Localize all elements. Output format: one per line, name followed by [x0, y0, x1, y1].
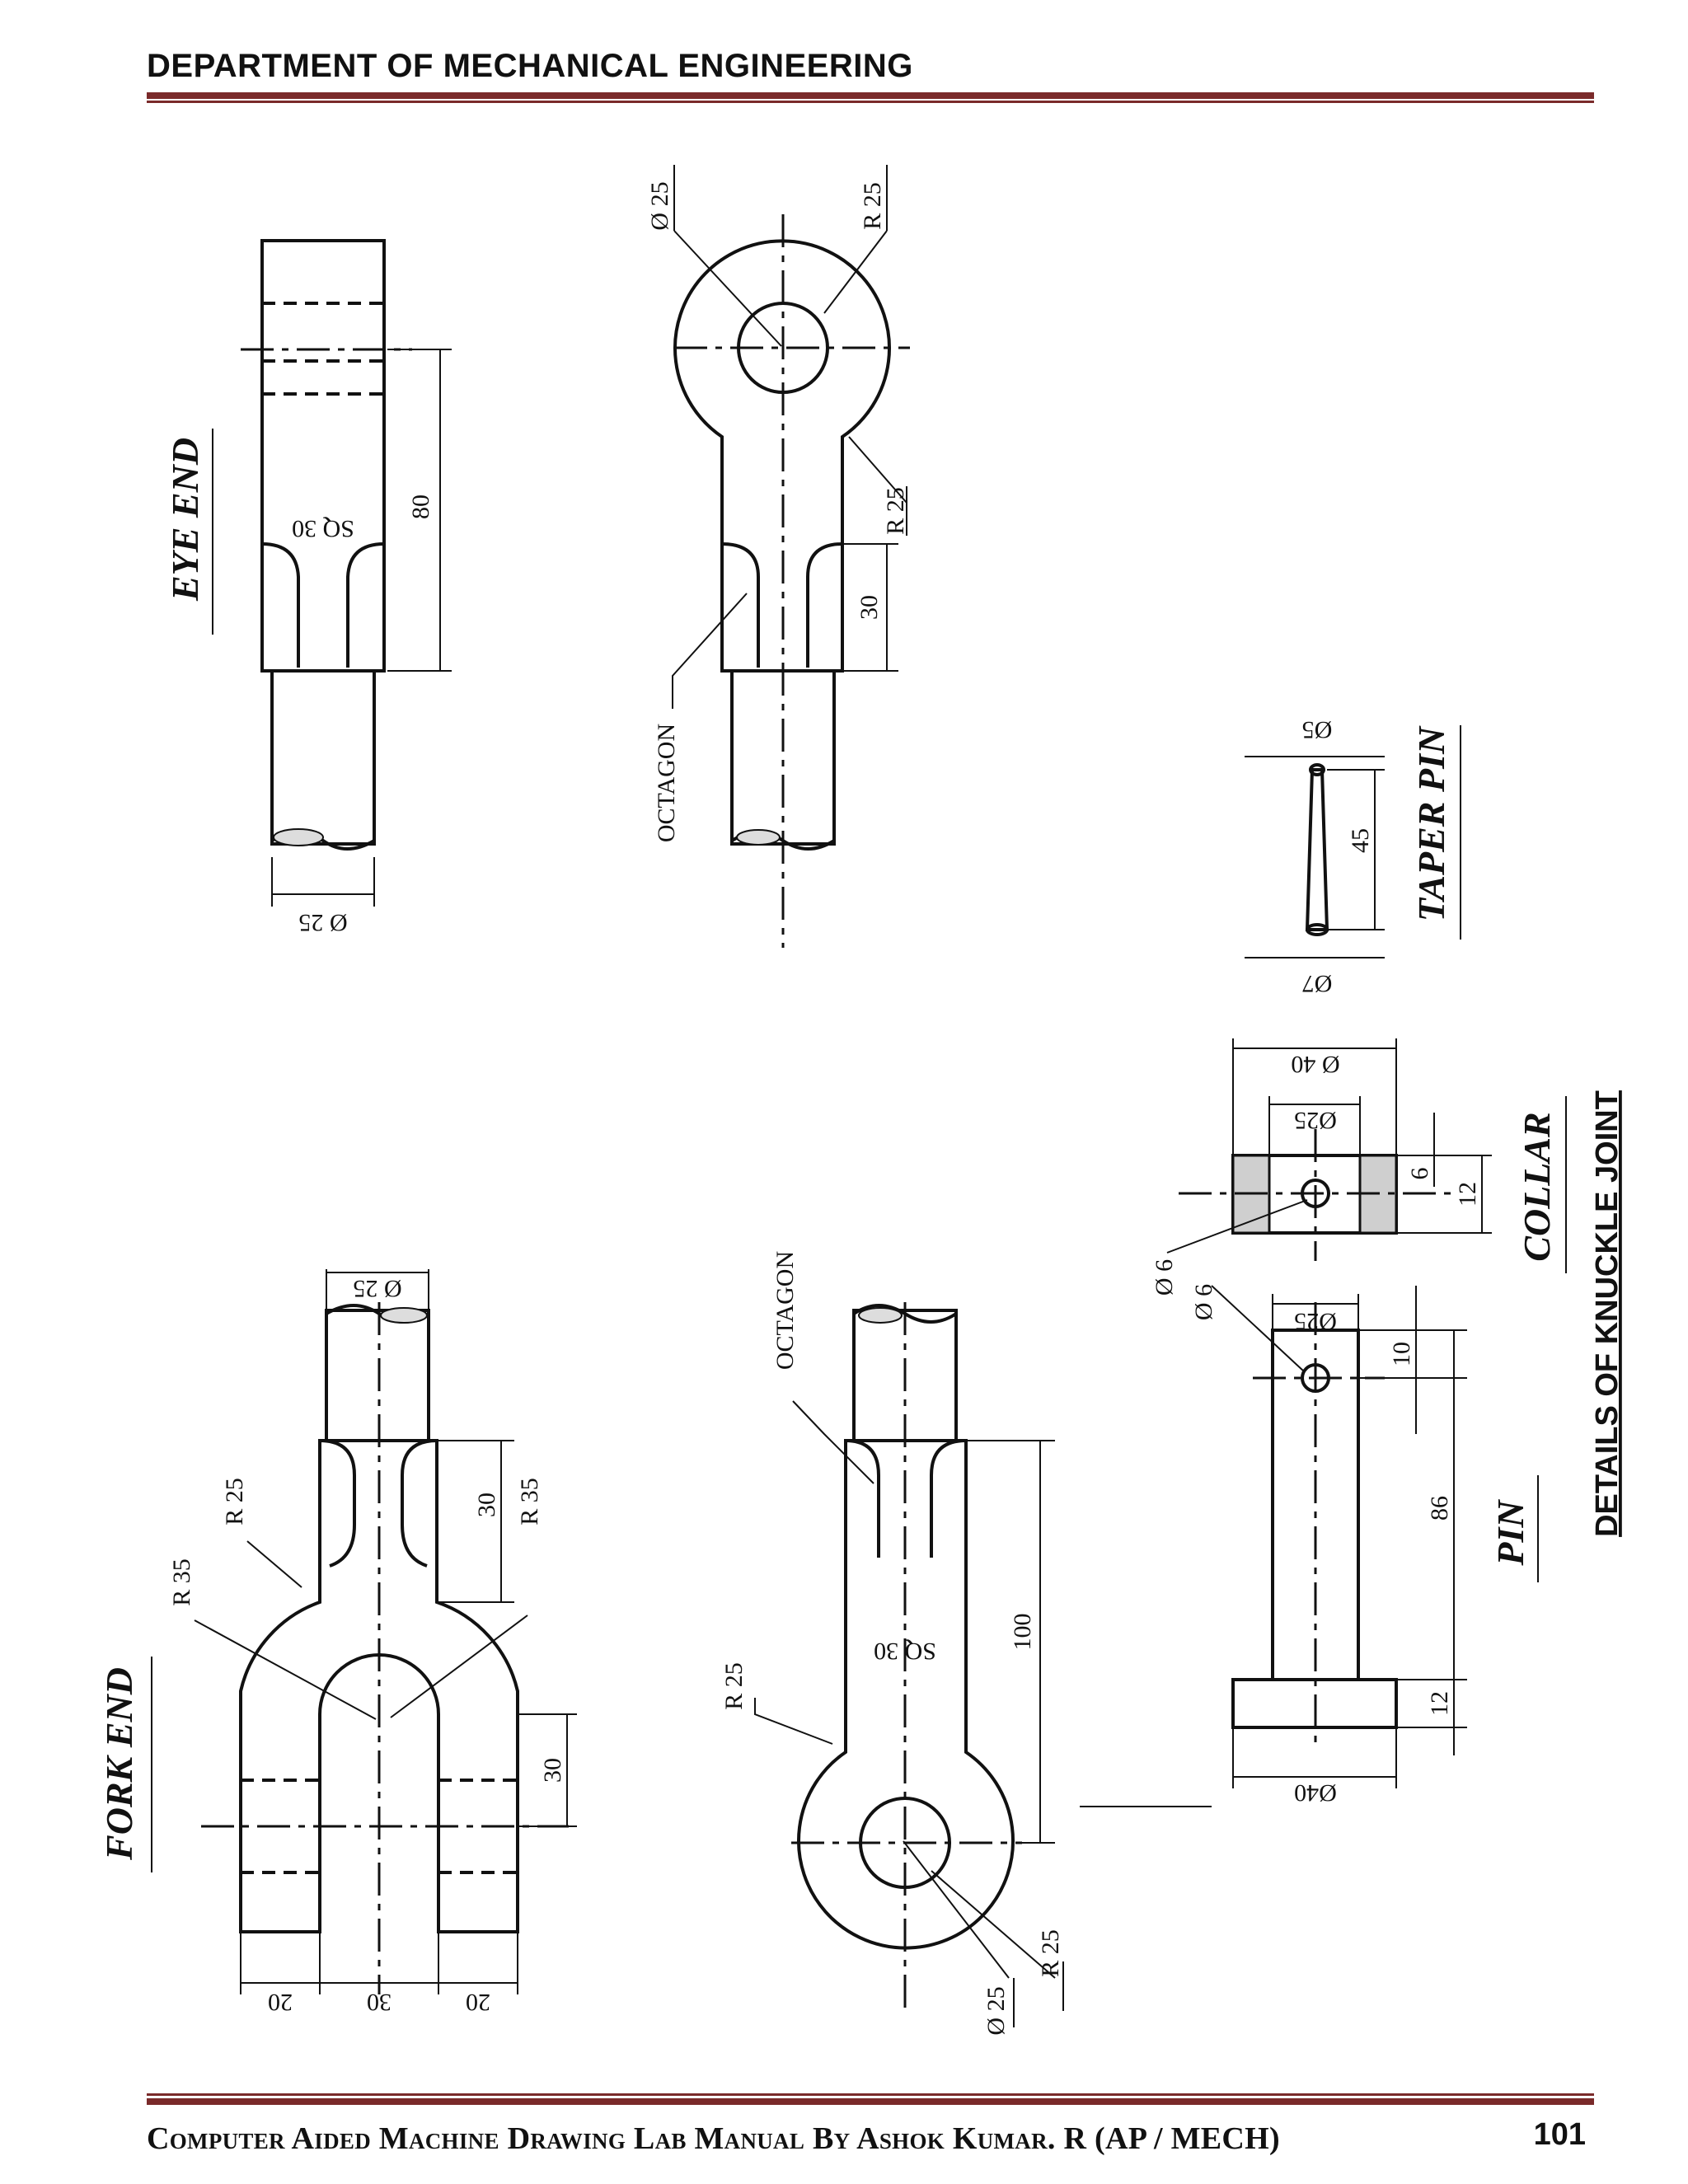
pin-view: Ø 6 Ø25 10 86 12 Ø40 PIN — [1190, 1284, 1539, 1807]
fork-end-front-view: OCTAGON R 25 SQ 30 100 Ø 25 R 25 — [720, 1251, 1212, 2036]
header-rule-thin — [147, 101, 1594, 103]
fork-r25-label: R 25 — [221, 1478, 248, 1526]
fork-end-side-view: Ø 25 R 25 R 35 R 35 30 30 20 30 20 FORK … — [98, 1269, 577, 2016]
eye-end-front-view: Ø 25 R 25 R 25 30 OCTAGON — [646, 165, 910, 948]
taper-pin-view: Ø5 45 Ø7 TAPER PIN — [1245, 716, 1461, 997]
fork-r35a-label: R 35 — [168, 1558, 195, 1606]
fork-30c-label: 30 — [367, 1989, 392, 2016]
header-title: DEPARTMENT OF MECHANICAL ENGINEERING — [147, 48, 913, 84]
pin-12-label: 12 — [1426, 1691, 1453, 1716]
fork2-r25b-label: R 25 — [1037, 1929, 1064, 1977]
fork2-sq-label: SQ 30 — [874, 1638, 936, 1665]
footer-rule-thick — [147, 2098, 1594, 2105]
collar-hole-label: Ø 6 — [1151, 1259, 1178, 1296]
header-rule-thick — [147, 92, 1594, 99]
page-header: DEPARTMENT OF MECHANICAL ENGINEERING — [147, 46, 1594, 104]
sheet-title: DETAILS OF KNUCKLE JOINT — [1590, 1090, 1625, 1537]
fork-20a-label: 20 — [268, 1989, 293, 2016]
fork2-dia-label: Ø 25 — [982, 1986, 1010, 2035]
footer-text: Computer Aided Machine Drawing Lab Manua… — [147, 2121, 1280, 2156]
collar-od-label: Ø 40 — [1291, 1051, 1339, 1078]
fork2-r25-label: R 25 — [720, 1662, 748, 1710]
pin-title: PIN — [1489, 1499, 1531, 1567]
fork-30a-label: 30 — [473, 1493, 500, 1517]
eye-sq-label: SQ 30 — [292, 515, 354, 542]
fork-30b-label: 30 — [539, 1758, 566, 1783]
eye-end-side-view: SQ 30 80 Ø 25 EYE END — [164, 239, 452, 936]
fork2-octagon-label: OCTAGON — [771, 1251, 799, 1370]
eye-r-neck-label: R 25 — [882, 487, 909, 535]
pin-hole-label: Ø 6 — [1190, 1284, 1217, 1320]
eye-end-title: EYE END — [164, 438, 206, 602]
fork-r35b-label: R 35 — [516, 1478, 543, 1526]
pin-dia-label: Ø25 — [1294, 1308, 1337, 1335]
eye-len-label: 80 — [407, 494, 434, 519]
fork2-100-label: 100 — [1009, 1614, 1036, 1651]
footer-rule-thin — [147, 2093, 1594, 2096]
eye-rod-label: Ø 25 — [298, 909, 347, 936]
page-footer: Computer Aided Machine Drawing Lab Manua… — [147, 2097, 1594, 2156]
fork-rod-label: Ø 25 — [353, 1275, 401, 1302]
collar-12-label: 12 — [1454, 1182, 1481, 1207]
eye-oct-len-label: 30 — [856, 595, 883, 620]
fork-20b-label: 20 — [466, 1989, 490, 2016]
collar-id-label: Ø25 — [1294, 1107, 1337, 1134]
eye-r-outer-label: R 25 — [859, 182, 886, 230]
pin-86-label: 86 — [1426, 1496, 1453, 1521]
taper-top-label: Ø5 — [1302, 716, 1333, 743]
page-number: 101 — [1533, 2117, 1586, 2152]
collar-title: COLLAR — [1516, 1112, 1558, 1261]
taper-len-label: 45 — [1347, 828, 1374, 853]
fork-end-title: FORK END — [98, 1667, 140, 1861]
pin-head-label: Ø40 — [1294, 1779, 1337, 1807]
collar-view: Ø 40 Ø25 6 12 Ø 6 COLLAR — [1151, 1038, 1567, 1296]
taper-pin-title: TAPER PIN — [1410, 725, 1452, 921]
eye-dia-hole-label: Ø 25 — [646, 181, 673, 230]
taper-bottom-label: Ø7 — [1302, 970, 1333, 997]
collar-6-label: 6 — [1406, 1168, 1433, 1180]
eye-octagon-label: OCTAGON — [653, 724, 680, 842]
pin-10-label: 10 — [1388, 1342, 1415, 1366]
